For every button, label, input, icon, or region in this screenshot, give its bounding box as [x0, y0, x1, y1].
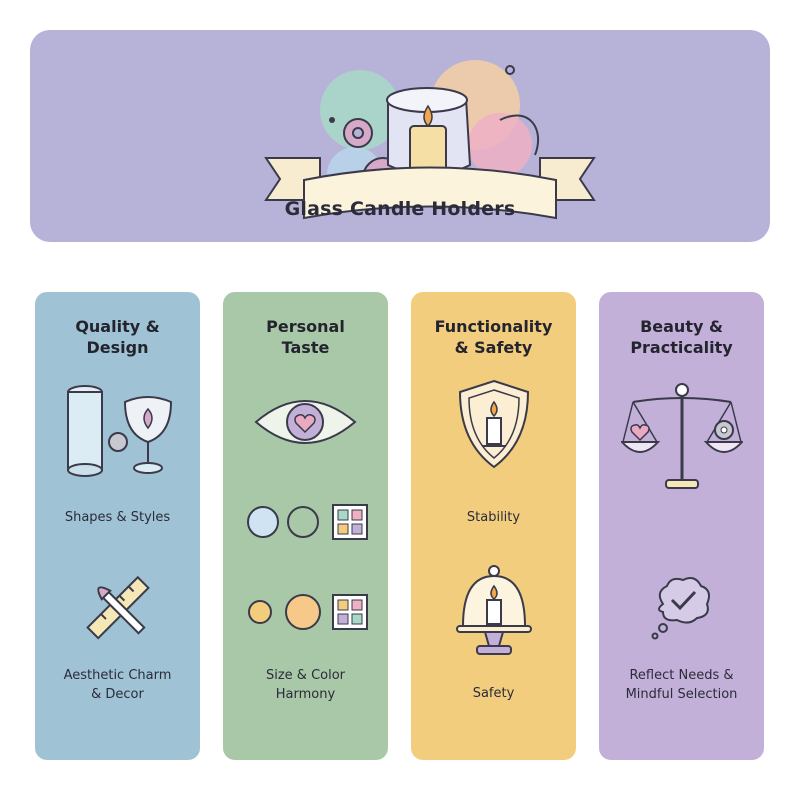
page-title: Glass Candle Holders — [284, 198, 516, 220]
label-safety: Safety — [472, 686, 515, 701]
label-aesthetic-charm: Aesthetic Charm & Decor — [63, 668, 172, 702]
column-title: Personal Taste — [266, 317, 345, 357]
column-title: Quality & Design — [75, 317, 160, 357]
shield-candle-icon — [458, 379, 530, 469]
candle-holder-illustration — [264, 60, 596, 220]
column-quality-design: Quality & Design Shapes & Styles Aesthet… — [35, 292, 200, 760]
size-swatches-icon — [248, 594, 368, 630]
eye-heart-icon — [254, 400, 357, 444]
column-personal-taste: Personal Taste Size & Color Harmony — [223, 292, 388, 760]
color-swatches-icon — [247, 504, 368, 540]
vase-and-goblet-icon — [67, 385, 173, 477]
column-beauty-practicality: Beauty & Practicality Reflect Needs & Mi… — [599, 292, 764, 760]
header-panel: Glass Candle Holders — [30, 30, 770, 242]
label-stability: Stability — [466, 510, 521, 525]
balance-scale-icon — [621, 383, 743, 489]
column-functionality-safety: Functionality & Safety Stability Safety — [411, 292, 576, 760]
cloche-candle-icon — [456, 565, 532, 655]
column-title: Beauty & Practicality — [630, 317, 733, 357]
label-size-color-harmony: Size & Color Harmony — [265, 668, 346, 702]
label-shapes-styles: Shapes & Styles — [64, 510, 171, 525]
thought-check-icon — [651, 577, 710, 640]
label-reflect-needs: Reflect Needs & Mindful Selection — [625, 668, 738, 702]
column-title: Functionality & Safety — [434, 317, 553, 357]
brush-and-ruler-icon — [86, 575, 150, 640]
